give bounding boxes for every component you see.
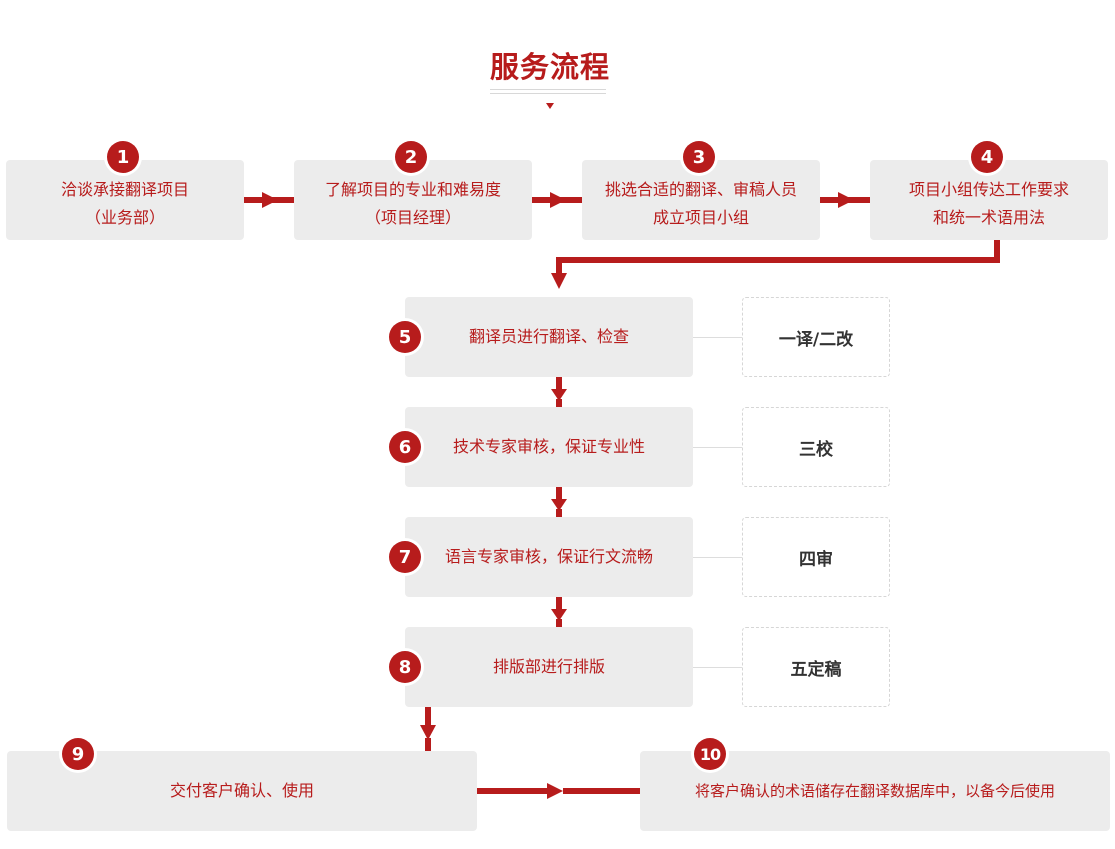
arrow-7-to-8 — [551, 597, 567, 627]
step-6-badge: 6 — [389, 431, 421, 463]
page-title: 服务流程 — [489, 50, 610, 84]
step-7-label: 语言专家审核，保证行文流畅 — [444, 547, 653, 566]
step-10-badge: 10 — [694, 738, 726, 770]
step-8-stage-label: 五定稿 — [742, 627, 890, 707]
arrow-2-to-3 — [532, 192, 582, 208]
step-2-line2: （项目经理） — [364, 208, 461, 227]
step-5-badge: 5 — [389, 321, 421, 353]
step-1-line1: 洽谈承接翻译项目 — [60, 180, 189, 199]
step-1-box: 洽谈承接翻译项目 （业务部） — [6, 160, 244, 240]
title-underline-bottom — [490, 93, 606, 94]
step-1-line2: （业务部） — [84, 208, 165, 227]
arrow-5-to-6 — [551, 377, 567, 407]
step-3-box: 挑选合适的翻译、审稿人员 成立项目小组 — [582, 160, 820, 240]
step-6-label: 技术专家审核，保证专业性 — [452, 437, 645, 456]
step-8-label: 排版部进行排版 — [492, 657, 605, 676]
arrow-4-to-5 — [551, 240, 1000, 289]
step-4-line1: 项目小组传达工作要求 — [908, 180, 1069, 199]
step-5-stage-label: 一译/二改 — [742, 297, 890, 377]
arrow-8-to-9 — [420, 707, 436, 751]
step-5-label: 翻译员进行翻译、检查 — [468, 327, 629, 346]
step-2-line1: 了解项目的专业和难易度 — [324, 180, 501, 199]
step-4-box: 项目小组传达工作要求 和统一术语用法 — [870, 160, 1108, 240]
step-2-badge: 2 — [395, 141, 427, 173]
step-3-badge: 3 — [683, 141, 715, 173]
arrow-3-to-4 — [820, 192, 870, 208]
step-8-box: 排版部进行排版 — [405, 627, 693, 707]
step-5-connector — [693, 337, 742, 338]
arrow-1-to-2 — [244, 192, 294, 208]
step-1-badge: 1 — [107, 141, 139, 173]
step-6-box: 技术专家审核，保证专业性 — [405, 407, 693, 487]
step-3-line2: 成立项目小组 — [652, 208, 749, 227]
step-6-stage-label: 三校 — [742, 407, 890, 487]
arrow-9-to-10 — [477, 783, 640, 799]
title-caret-icon — [546, 103, 554, 109]
step-9-label: 交付客户确认、使用 — [169, 781, 314, 800]
step-7-stage-label: 四审 — [742, 517, 890, 597]
step-6-connector — [693, 447, 742, 448]
step-9-badge: 9 — [62, 738, 94, 770]
step-5-box: 翻译员进行翻译、检查 — [405, 297, 693, 377]
step-8-connector — [693, 667, 742, 668]
step-4-badge: 4 — [971, 141, 1003, 173]
arrow-6-to-7 — [551, 487, 567, 517]
step-10-label: 将客户确认的术语储存在翻译数据库中，以备今后使用 — [694, 782, 1055, 800]
step-7-badge: 7 — [389, 541, 421, 573]
step-8-badge: 8 — [389, 651, 421, 683]
step-7-box: 语言专家审核，保证行文流畅 — [405, 517, 693, 597]
step-2-box: 了解项目的专业和难易度 （项目经理） — [294, 160, 532, 240]
title-underline-top — [490, 89, 606, 90]
step-4-line2: 和统一术语用法 — [932, 208, 1045, 227]
step-7-connector — [693, 557, 742, 558]
step-3-line1: 挑选合适的翻译、审稿人员 — [604, 180, 797, 199]
